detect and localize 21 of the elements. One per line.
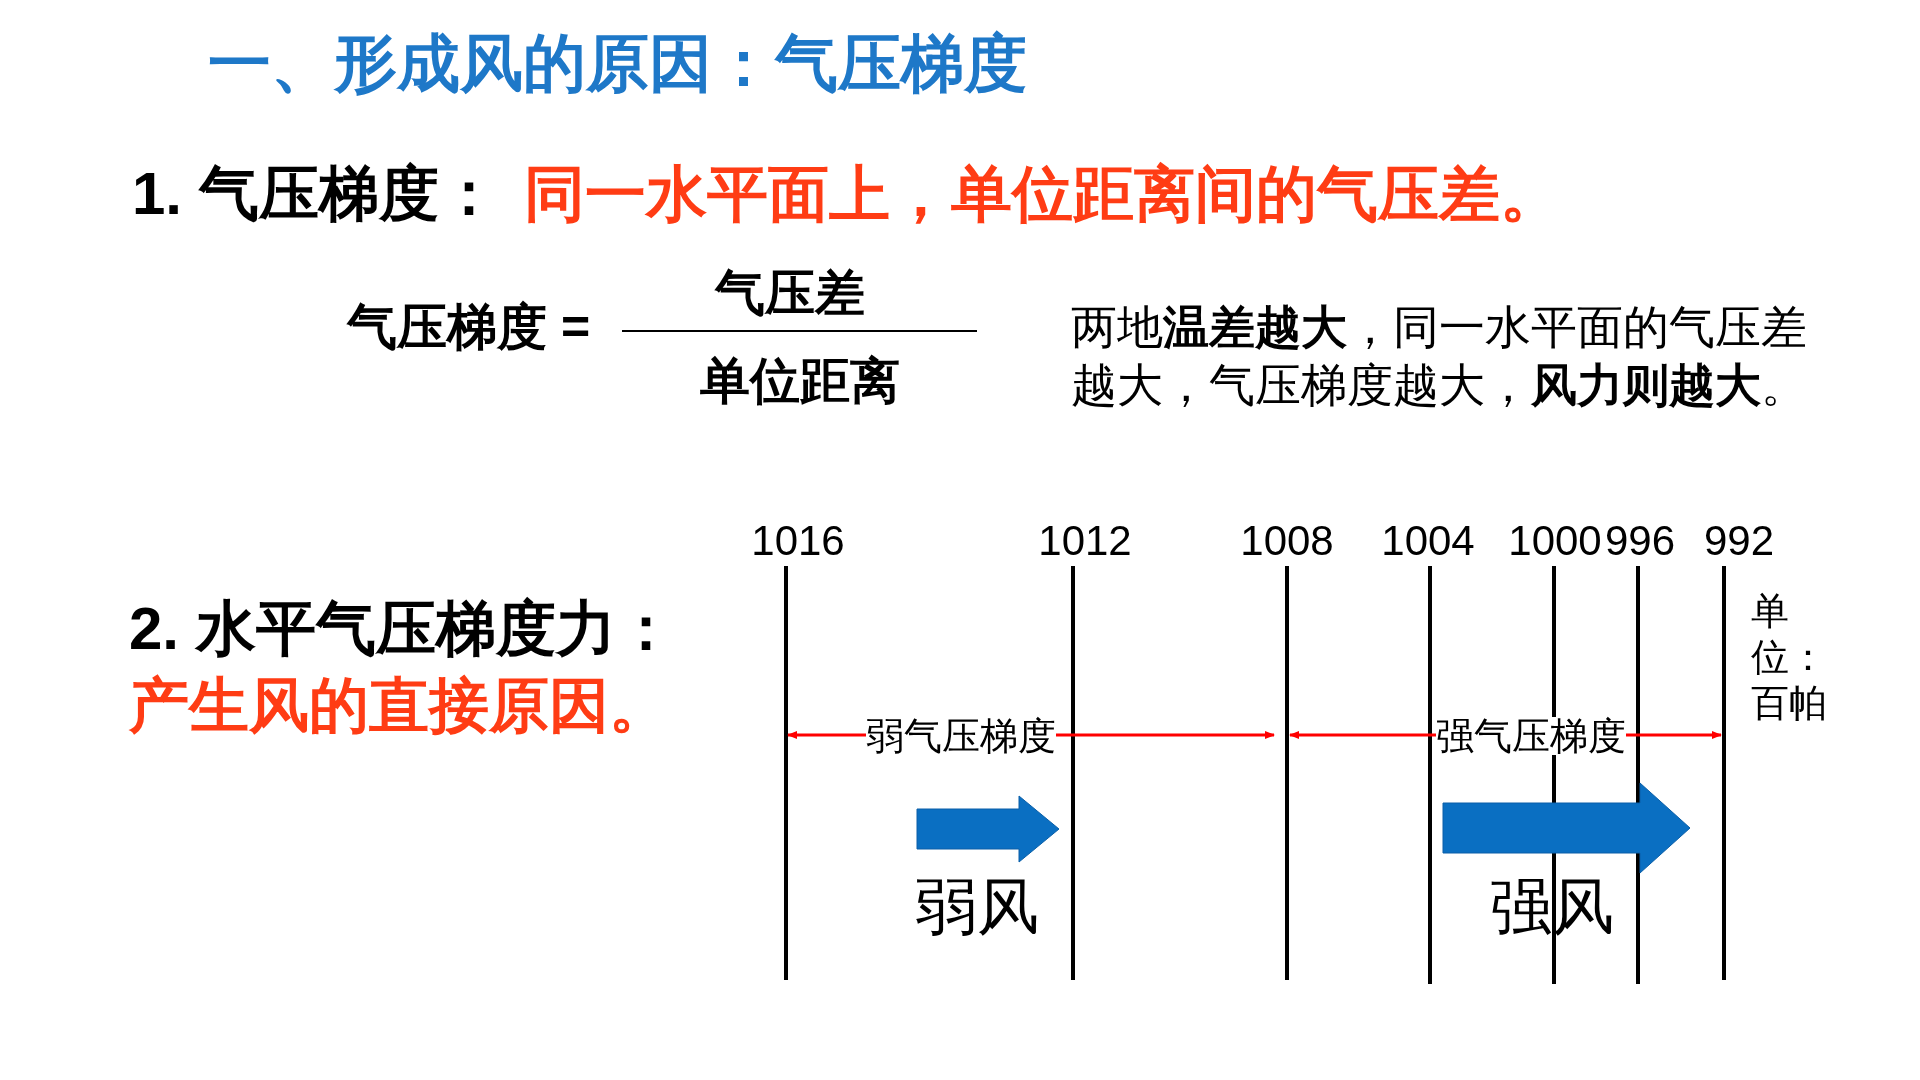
note-text: 两地温差越大，同一水平面的气压差越大，气压梯度越大，风力则越大。 (1071, 300, 1808, 413)
isobar-value: 1008 (1240, 520, 1334, 562)
wind-label: 强风 (1490, 876, 1614, 938)
section-text: 产生风的直接原因。 (129, 672, 669, 739)
wind-label: 弱风 (915, 876, 1039, 938)
heading: 一、形成风的原因：气压梯度 (208, 32, 1027, 95)
isobar-value: 996 (1604, 520, 1676, 562)
isobar-value: 1004 (1381, 520, 1475, 562)
isobar-value: 992 (1703, 520, 1775, 562)
isobar-value: 1016 (751, 520, 845, 562)
gradient-label: 强气压梯度 (1436, 717, 1626, 755)
gradient-label: 弱气压梯度 (866, 717, 1056, 755)
definition-term: 1. 气压梯度： (132, 164, 499, 224)
definition-text: 同一水平面上，单位距离间的气压差。 (524, 164, 1561, 225)
isobar-value: 1000 (1508, 520, 1602, 562)
isobar-value: 1012 (1038, 520, 1132, 562)
formula-term: 气压梯度 = (347, 302, 591, 352)
formula-denominator: 单位距离 (699, 356, 901, 406)
formula-numerator: 气压差 (713, 268, 866, 318)
section-heading: 2. 水平气压梯度力： (129, 595, 676, 662)
unit-label: 单位：百帕 (1751, 589, 1828, 726)
